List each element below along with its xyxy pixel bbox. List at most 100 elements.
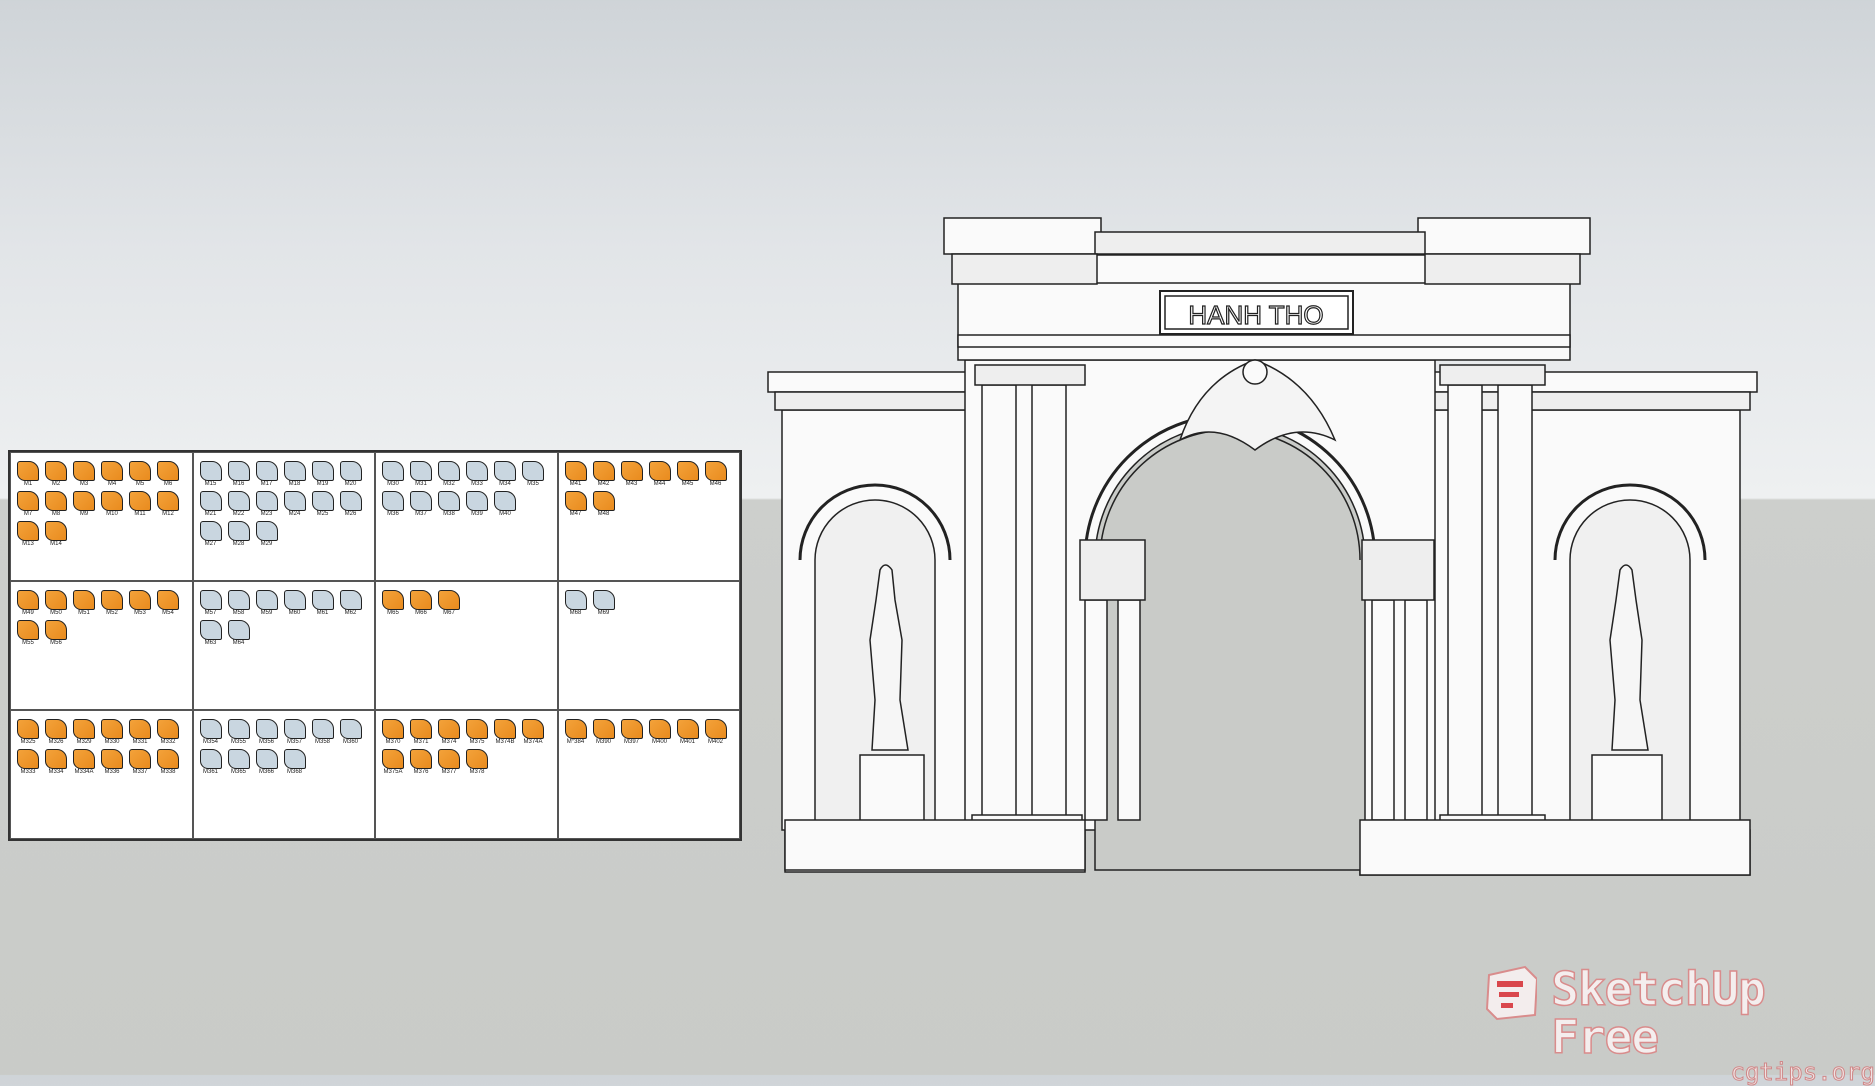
profile-label: M376: [413, 769, 429, 775]
profile-shape: [438, 590, 460, 610]
profile-label: M332: [160, 739, 176, 745]
moulding-profile: M65: [382, 590, 404, 616]
profile-label: M64: [232, 640, 245, 646]
profile-shape: [255, 461, 278, 481]
profile-label: M39: [471, 511, 483, 517]
profile-shape: [704, 461, 727, 481]
profile-shape: [73, 590, 95, 610]
profile-shape: [45, 620, 67, 640]
profile-shape: [283, 749, 306, 769]
profile-shape: [311, 461, 334, 481]
profile-label: M329: [76, 739, 92, 745]
profile-label: M62: [344, 610, 357, 616]
profile-shape: [410, 590, 432, 610]
profile-label: M28: [232, 541, 245, 547]
moulding-profile: M17: [255, 461, 278, 487]
moulding-profile: M69: [592, 590, 615, 616]
moulding-profile: M390: [592, 719, 615, 745]
profile-label: M50: [50, 610, 62, 616]
profile-shape: [522, 719, 544, 739]
profile-label: M45: [681, 481, 694, 487]
profile-label: M27: [204, 541, 217, 547]
profile-shape: [227, 521, 250, 541]
moulding-profile: M53: [129, 590, 151, 616]
moulding-profile: M21: [199, 491, 222, 517]
profile-shape: [410, 491, 432, 511]
profile-label: M29: [260, 541, 273, 547]
profile-label: M38: [443, 511, 455, 517]
moulding-profile: M51: [73, 590, 95, 616]
profile-shape: [382, 491, 404, 511]
profile-label: M20: [344, 481, 357, 487]
profile-shape: [17, 719, 39, 739]
profile-shape: [283, 491, 306, 511]
moulding-profile: M60: [283, 590, 306, 616]
moulding-profile: M37: [410, 491, 432, 517]
profile-label: M34: [499, 481, 511, 487]
profile-shape: [382, 749, 404, 769]
sketchup-logo-icon: [1485, 965, 1538, 1021]
profile-shape: [101, 719, 123, 739]
profile-shape: [410, 719, 432, 739]
moulding-profile: M358: [311, 719, 334, 745]
moulding-profile: M39: [466, 491, 488, 517]
moulding-profile: M336: [101, 749, 123, 775]
moulding-profile: M12: [157, 491, 179, 517]
moulding-profile: M374A: [522, 719, 544, 745]
profile-label: M15: [204, 481, 217, 487]
moulding-profile: M7: [17, 491, 39, 517]
profile-label: M49: [22, 610, 34, 616]
profile-shape: [494, 461, 516, 481]
profile-shape: [438, 749, 460, 769]
profile-label: M51: [78, 610, 90, 616]
profile-shape: [592, 461, 615, 481]
profile-label: M13: [22, 541, 34, 547]
columns: [971, 364, 1546, 831]
profile-shape: [199, 461, 222, 481]
moulding-profile: M11: [129, 491, 151, 517]
moulding-profile: M374B: [494, 719, 516, 745]
moulding-profile: M41: [564, 461, 587, 487]
moulding-profile: M9: [73, 491, 95, 517]
moulding-profile: M31: [410, 461, 432, 487]
profile-label: M400: [651, 739, 667, 745]
moulding-profile: M6: [157, 461, 179, 487]
profile-shape: [45, 491, 67, 511]
moulding-profile: M38: [438, 491, 460, 517]
profile-label: M°384: [566, 739, 585, 745]
profile-shape: [227, 620, 250, 640]
profile-label: M336: [104, 769, 120, 775]
moulding-profile: M355: [227, 719, 250, 745]
moulding-profile: M26: [339, 491, 362, 517]
moulding-profile: M33: [466, 461, 488, 487]
profile-label: M377: [441, 769, 457, 775]
profile-shape: [676, 461, 699, 481]
profile-label: M337: [132, 769, 148, 775]
moulding-profile: M24: [283, 491, 306, 517]
profile-shape: [311, 491, 334, 511]
left-statue: [869, 564, 909, 751]
profile-shape: [101, 461, 123, 481]
moulding-profile: M376: [410, 749, 432, 775]
moulding-profile: M58: [227, 590, 250, 616]
profile-label: M9: [79, 511, 89, 517]
profile-shape: [382, 461, 404, 481]
moulding-profile: M360: [339, 719, 362, 745]
profile-label: M6: [163, 481, 173, 487]
moulding-profile: M402: [704, 719, 727, 745]
profile-shape: [382, 590, 404, 610]
profile-label: M326: [48, 739, 64, 745]
profile-shape: [255, 749, 278, 769]
moulding-profile: M19: [311, 461, 334, 487]
profile-label: M43: [625, 481, 638, 487]
moulding-profile: M4: [101, 461, 123, 487]
profile-shape: [592, 491, 615, 511]
profile-shape: [564, 719, 587, 739]
profile-shape: [129, 461, 151, 481]
